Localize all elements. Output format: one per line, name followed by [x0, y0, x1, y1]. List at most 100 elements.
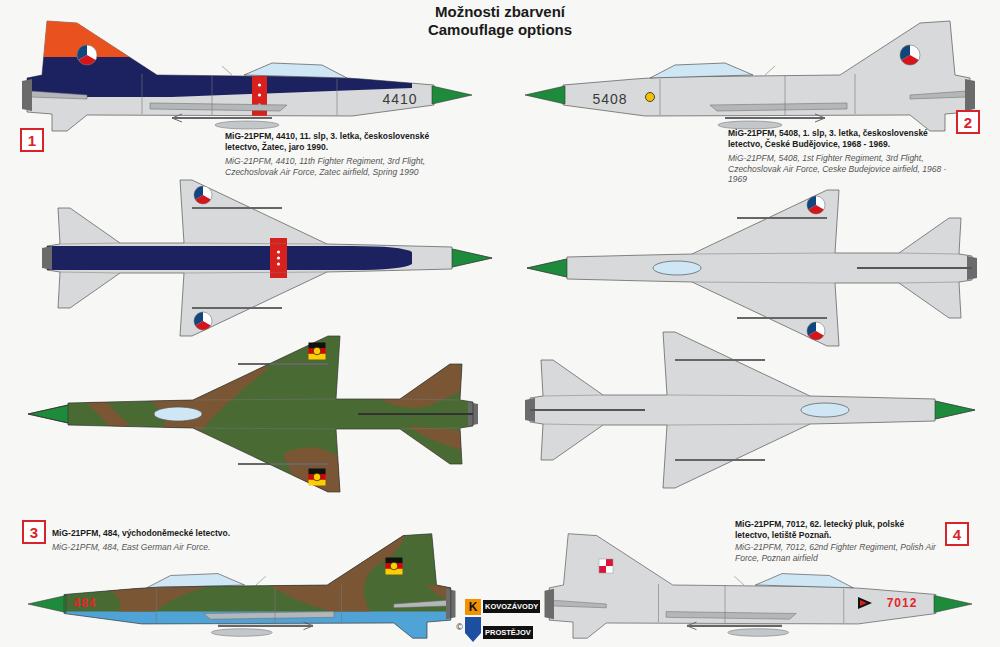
aircraft-plan-view-part-part	[32, 246, 412, 270]
caption-english: MiG-21PFM, 5408, 1st Fighter Regiment, 3…	[728, 153, 953, 185]
callout-number: 3	[30, 525, 38, 540]
aircraft-side-view-part	[28, 574, 456, 637]
label-text: Camouflage options	[428, 21, 572, 38]
national-marking	[386, 558, 403, 575]
caption-czech: MiG-21PFM, 4410, 11. slp, 3. letka, česk…	[225, 131, 460, 152]
national-marking	[309, 343, 326, 360]
label-text: 484	[73, 596, 96, 610]
aircraft-plan-view-part	[42, 208, 492, 308]
aircraft-side-view-part-part	[12, 15, 142, 57]
aircraft-side-view-part	[258, 83, 261, 86]
caption-czech: MiG-21PFM, 5408, 1. slp, 3. letka, česko…	[728, 128, 953, 149]
logo-text: PROSTĚJOV	[483, 626, 533, 639]
aircraft-plan-view-part	[857, 267, 972, 269]
label-text: PROSTĚJOV	[485, 628, 531, 637]
unit-badge	[858, 597, 872, 609]
roundel	[77, 45, 97, 65]
aircraft-plan-view-part	[277, 262, 280, 265]
aircraft-side-view-part	[22, 63, 472, 129]
label-text: 5408	[592, 91, 627, 107]
unit-badge	[860, 600, 867, 606]
label-text: MiG-21PFM, 7012, 62. letecký pluk, polsk…	[735, 519, 904, 540]
label-text: K	[469, 600, 478, 614]
title-text: Možnosti zbarvení	[435, 3, 565, 20]
callout-number: 1	[28, 133, 36, 148]
serial-number: 4410	[376, 91, 424, 107]
caption-english: MiG-21PFM, 7012, 62nd Fighter Regiment, …	[735, 542, 940, 563]
label-text: MiG-21PFM, 4410, 11. slp, 3. letka, česk…	[225, 131, 429, 152]
national-marking	[309, 469, 326, 486]
callout-number: 4	[953, 527, 961, 542]
label-text: MiG-21PFM, 5408, 1st Fighter Regiment, 3…	[728, 153, 946, 184]
logo-shield	[465, 617, 481, 642]
aircraft-plan-view-part	[277, 250, 280, 253]
caption-czech: MiG-21PFM, 484, východoněmecké letectvo.	[52, 528, 342, 539]
aircraft-plan-view-part-part	[83, 344, 478, 499]
aircraft-plan-view-part	[277, 256, 280, 259]
aircraft-plan-view-part	[527, 190, 972, 346]
aircraft-side-view-part	[549, 534, 936, 639]
label-text: MiG-21PFM, 7012, 62nd Fighter Regiment, …	[735, 542, 936, 563]
label-text: MiG-21PFM, 4410, 11th Fighter Regiment, …	[225, 156, 425, 177]
aircraft-plan-view-part	[530, 409, 645, 411]
callout-box: 1	[20, 128, 44, 152]
caption-english: MiG-21PFM, 4410, 11th Fighter Regiment, …	[225, 156, 460, 177]
label-text: 7012	[887, 596, 918, 610]
roundel	[807, 196, 825, 214]
aircraft-plan-view-part	[525, 360, 975, 460]
aircraft-plan-view-part	[28, 336, 473, 492]
label-text: 4410	[382, 91, 417, 107]
logo-letter: K	[465, 599, 481, 615]
aircraft-side-view	[28, 528, 465, 638]
aircraft-plan-view-part	[530, 332, 975, 488]
aircraft-side-view-part	[28, 528, 465, 612]
national-marking	[599, 559, 613, 573]
unit-emblem	[646, 93, 655, 102]
label-text: KOVOZÁVODY	[485, 602, 538, 611]
aircraft-plan-view-part-part	[270, 238, 287, 278]
aircraft-side-view-part	[525, 63, 975, 129]
aircraft-plan-view-part	[32, 238, 412, 278]
callout-box: 2	[956, 110, 980, 134]
aircraft-side-view-part-part	[95, 528, 466, 612]
callout-box: 4	[945, 522, 969, 546]
aircraft-plan-view-part	[28, 364, 478, 464]
aircraft-plan-view	[32, 180, 492, 336]
serial-number: 484	[68, 596, 102, 610]
copyright-mark: ©	[455, 622, 464, 632]
aircraft-plan-view-part	[801, 403, 849, 417]
aircraft-side-view-part	[258, 93, 261, 96]
sheet-title: Možnosti zbarvení	[300, 3, 700, 20]
aircraft-plan-view	[525, 332, 975, 488]
caption-english: MiG-21PFM, 484, East German Air Force.	[52, 542, 342, 553]
aircraft-side-view-part	[545, 574, 973, 637]
aircraft-plan-view-part	[358, 413, 473, 415]
aircraft-plan-view-part	[653, 261, 701, 275]
roundel	[194, 186, 212, 204]
aircraft-plan-view	[28, 336, 478, 499]
serial-number: 5408	[586, 91, 634, 107]
logo-text: KOVOZÁVODY	[483, 600, 540, 613]
serial-number: 7012	[878, 596, 926, 610]
aircraft-plan-view-part	[83, 344, 478, 499]
aircraft-plan-view	[527, 190, 977, 346]
callout-box: 3	[22, 520, 46, 544]
callout-number: 2	[964, 115, 972, 130]
aircraft-plan-view-part	[154, 407, 202, 421]
aircraft-side-view-part-part	[28, 528, 465, 612]
label-text: MiG-21PFM, 5408, 1. slp, 3. letka, česko…	[728, 128, 928, 149]
label-text: MiG-21PFM, 484, East German Air Force.	[52, 542, 210, 552]
label-text: ©	[456, 622, 463, 632]
caption-czech: MiG-21PFM, 7012, 62. letecký pluk, polsk…	[735, 519, 940, 540]
aircraft-side-view	[545, 534, 973, 639]
aircraft-plan-view-part	[28, 336, 473, 492]
aircraft-side-view	[525, 21, 975, 131]
aircraft-plan-view-part	[527, 218, 977, 318]
aircraft-side-view	[12, 15, 472, 131]
roundel	[194, 312, 212, 330]
aircraft-side-view-part	[563, 21, 970, 131]
subtitle: Camouflage options	[350, 21, 650, 38]
roundel	[807, 322, 825, 340]
